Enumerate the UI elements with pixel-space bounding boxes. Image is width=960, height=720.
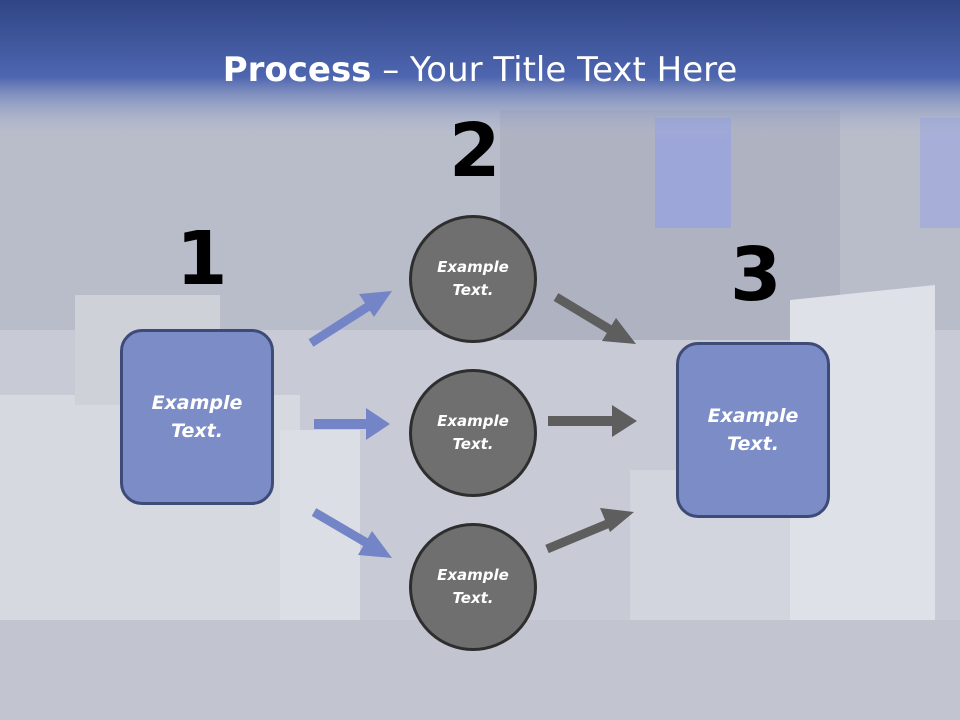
process-box-end: Example Text. [676,342,830,518]
process-box-start: Example Text. [120,329,274,505]
arrow-top-to-right [553,293,636,344]
circle-middle-label: Example Text. [437,411,509,453]
title-bold: Process [222,50,372,90]
arrow-bottom-to-right [545,508,634,554]
arrow-left-to-bottom [311,508,392,558]
arrow-left-to-top [308,291,392,347]
circle-top-label: Example Text. [437,257,509,299]
box-start-label: Example Text. [151,391,243,443]
process-circle-middle: Example Text. [409,369,537,497]
title-rest: – Your Title Text Here [371,50,738,90]
step-number-2: 2 [449,108,501,194]
step-number-3: 3 [730,232,782,318]
circle-bottom-label: Example Text. [437,565,509,607]
box-end-label: Example Text. [707,404,799,456]
arrow-left-to-middle [314,408,390,440]
process-circle-bottom: Example Text. [409,523,537,651]
process-circle-top: Example Text. [409,215,537,343]
arrow-middle-to-right [548,405,637,437]
slide-title: Process – Your Title Text Here [0,50,960,90]
step-number-1: 1 [176,216,228,302]
